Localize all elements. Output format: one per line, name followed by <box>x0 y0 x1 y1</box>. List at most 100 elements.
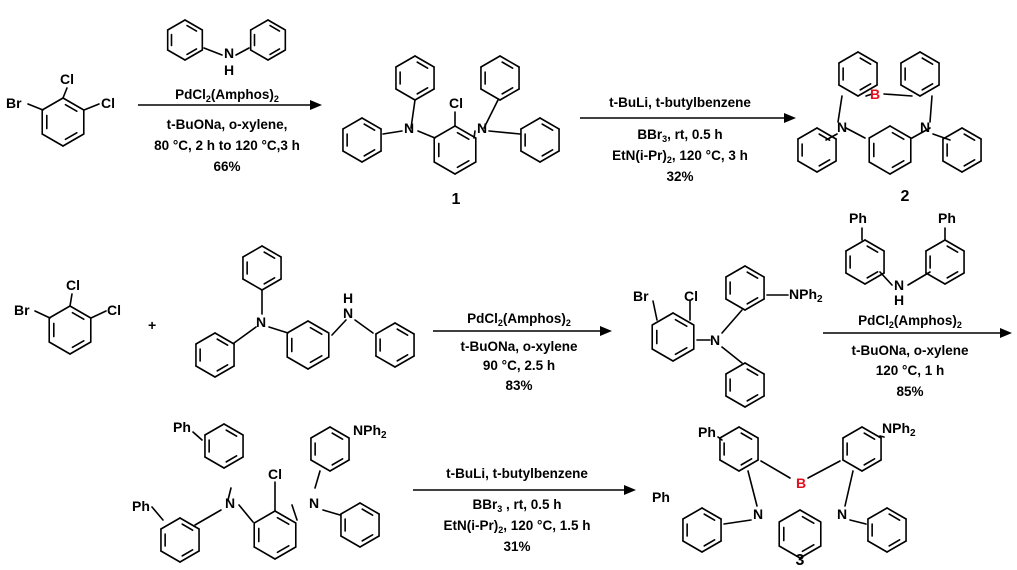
bond <box>261 245 282 258</box>
bond <box>963 159 976 167</box>
arrowhead <box>624 485 636 495</box>
phenyl-label: Ph <box>652 489 670 505</box>
bond <box>738 426 759 439</box>
bond <box>866 245 879 253</box>
bond <box>249 19 269 31</box>
bond <box>261 278 282 291</box>
bond <box>797 160 818 173</box>
condition-temperature: 80 °C, 2 h to 120 °C,3 h <box>154 138 300 153</box>
atom-n: N <box>224 45 234 61</box>
bond <box>760 460 791 479</box>
bond <box>818 159 831 167</box>
bond <box>942 127 963 140</box>
bond <box>868 161 891 175</box>
atom-h: H <box>894 292 904 308</box>
bond-lines <box>27 19 982 563</box>
bond <box>888 539 901 547</box>
bond <box>799 545 822 559</box>
bond <box>921 83 934 91</box>
bond <box>456 131 470 141</box>
bond <box>867 540 888 553</box>
compound-number: 1 <box>452 191 461 208</box>
atom-n: N <box>837 119 847 135</box>
bond <box>891 159 905 169</box>
bond <box>682 507 703 520</box>
bond <box>868 125 891 139</box>
bond <box>541 123 554 131</box>
bond <box>181 523 194 531</box>
phenyl-label: Ph <box>173 419 191 435</box>
bond <box>363 123 376 131</box>
condition-borylation: BBr3, rt, 0.5 h <box>637 127 722 144</box>
bond <box>274 510 297 524</box>
bond <box>90 310 107 319</box>
condition-base-solvent: t-BuONa, o-xylene, <box>167 117 288 132</box>
atom-n: N <box>404 120 414 136</box>
bond <box>886 540 907 553</box>
condition-temperature: 90 °C, 2.5 h <box>483 358 555 373</box>
bond <box>929 95 933 123</box>
bond <box>845 272 866 285</box>
bond <box>842 426 863 439</box>
atom-br: Br <box>14 302 30 318</box>
bond <box>845 239 866 252</box>
bond <box>276 516 290 526</box>
bond <box>216 364 229 372</box>
bond <box>863 458 876 466</box>
bond <box>216 338 229 346</box>
arrowhead <box>310 100 322 110</box>
bond <box>62 97 85 111</box>
condition-base-solvent: t-BuONa, o-xylene <box>460 339 578 354</box>
bond <box>395 88 416 101</box>
condition-reagent: t-BuLi, t-butylbenzene <box>446 466 588 481</box>
bond <box>242 278 263 291</box>
bond <box>921 57 934 65</box>
bond <box>480 88 501 101</box>
bond <box>203 47 223 56</box>
bond <box>195 365 216 378</box>
bond <box>454 161 477 175</box>
bond <box>539 150 560 163</box>
bond <box>416 87 429 95</box>
bond <box>738 459 759 472</box>
bond <box>41 133 64 147</box>
bond <box>249 49 269 61</box>
bond <box>539 117 560 130</box>
bond <box>192 431 203 441</box>
atom-n: N <box>920 119 930 135</box>
bond <box>746 394 759 402</box>
bond <box>883 93 913 97</box>
bond <box>414 55 435 68</box>
atom-boron: B <box>796 475 806 491</box>
atom-cl: Cl <box>268 466 282 482</box>
atom-n: N <box>710 332 720 348</box>
bond <box>778 545 801 559</box>
bond <box>723 519 752 525</box>
bond <box>879 435 885 438</box>
bond <box>307 320 330 334</box>
bond <box>725 265 746 278</box>
condition-yield: 32% <box>666 169 693 184</box>
bond <box>329 426 350 439</box>
arrowhead <box>600 326 612 336</box>
bond <box>703 513 716 521</box>
bond <box>499 55 520 68</box>
bond <box>64 131 78 141</box>
bond <box>204 423 225 436</box>
atom-n: N <box>256 314 266 330</box>
bond <box>71 311 85 321</box>
bond <box>488 130 521 135</box>
bond <box>701 507 722 520</box>
bond <box>310 426 331 439</box>
bond <box>744 362 765 375</box>
bond <box>719 426 740 439</box>
atom-n: N <box>343 305 353 321</box>
atom-nph2: NPh2 <box>882 420 916 439</box>
bond <box>740 432 753 440</box>
bond <box>267 49 287 61</box>
bond <box>267 19 287 31</box>
bond <box>160 550 181 563</box>
bond <box>473 130 476 139</box>
atom-boron: B <box>870 86 880 102</box>
